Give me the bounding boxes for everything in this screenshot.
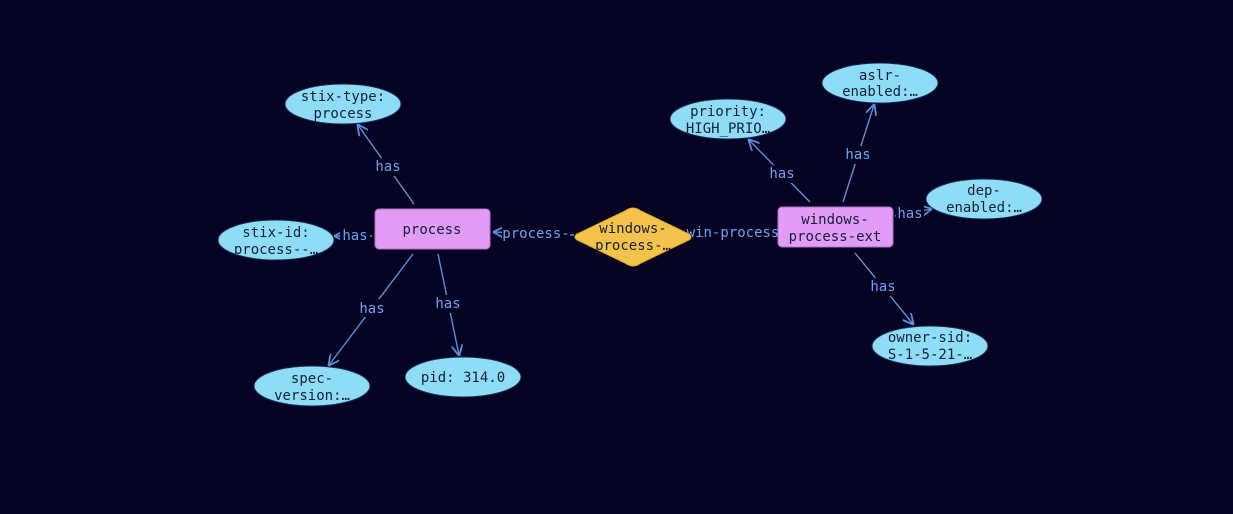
- edge-label-has: has: [870, 279, 895, 295]
- node-windows-process-ext[interactable]: windows- process-ext: [777, 206, 894, 248]
- edge-label-has: has: [769, 166, 794, 182]
- edge-label-has: has: [359, 301, 384, 317]
- edge-relation-process: process-: [494, 225, 575, 243]
- edge-process-stix-type: has: [358, 125, 415, 205]
- svg-text:stix-id:: stix-id:: [242, 225, 309, 241]
- edge-label-has: has: [342, 228, 367, 244]
- edge-label-has: has: [845, 147, 870, 163]
- edge-label-has: has: [375, 159, 400, 175]
- svg-text:process: process: [402, 222, 461, 238]
- edge-label-has: has: [435, 296, 460, 312]
- svg-text:process-…: process-…: [595, 238, 671, 254]
- edge-label-win-process: win-process: [687, 225, 780, 241]
- svg-text:process--…: process--…: [234, 242, 318, 258]
- svg-text:spec-: spec-: [291, 371, 333, 387]
- svg-text:process: process: [313, 106, 372, 122]
- edge-process-pid: has: [432, 253, 464, 355]
- node-owner-sid[interactable]: owner-sid: S-1-5-21-…: [871, 325, 989, 367]
- edge-process-spec-version: has: [329, 253, 414, 365]
- edge-ext-owner-sid: has: [854, 252, 913, 324]
- edge-process-stix-id: has: [335, 227, 372, 245]
- svg-text:windows-: windows-: [599, 221, 666, 237]
- edge-ext-dep: has: [894, 205, 931, 223]
- edge-label-process: process-: [502, 226, 569, 242]
- svg-text:version:…: version:…: [274, 388, 350, 404]
- node-dep-enabled[interactable]: dep- enabled:…: [925, 178, 1043, 220]
- svg-text:S-1-5-21-…: S-1-5-21-…: [888, 347, 972, 363]
- svg-text:dep-: dep-: [967, 183, 1001, 199]
- svg-text:priority:: priority:: [690, 104, 766, 120]
- node-stix-type[interactable]: stix-type: process: [284, 83, 402, 125]
- edge-ext-aslr: has: [842, 105, 874, 203]
- svg-text:enabled:…: enabled:…: [842, 84, 918, 100]
- node-stix-id[interactable]: stix-id: process--…: [217, 219, 335, 261]
- svg-text:owner-sid:: owner-sid:: [888, 330, 972, 346]
- svg-text:HIGH_PRIO…: HIGH_PRIO…: [686, 121, 770, 137]
- svg-text:windows-: windows-: [801, 212, 868, 228]
- node-priority[interactable]: priority: HIGH_PRIO…: [669, 98, 787, 140]
- svg-text:stix-type:: stix-type:: [301, 89, 385, 105]
- node-windows-process-relation[interactable]: windows- process-…: [574, 207, 692, 267]
- svg-text:process-ext: process-ext: [789, 229, 882, 245]
- node-process[interactable]: process: [374, 208, 491, 250]
- edge-ext-priority: has: [749, 140, 811, 203]
- node-spec-version[interactable]: spec- version:…: [253, 365, 371, 407]
- svg-text:aslr-: aslr-: [859, 68, 901, 84]
- node-pid[interactable]: pid: 314.0: [404, 356, 522, 398]
- svg-text:pid: 314.0: pid: 314.0: [421, 370, 505, 386]
- edge-relation-win-process: win-process: [687, 224, 780, 242]
- edge-label-has: has: [897, 206, 922, 222]
- node-aslr-enabled[interactable]: aslr- enabled:…: [821, 62, 939, 104]
- svg-text:enabled:…: enabled:…: [946, 200, 1022, 216]
